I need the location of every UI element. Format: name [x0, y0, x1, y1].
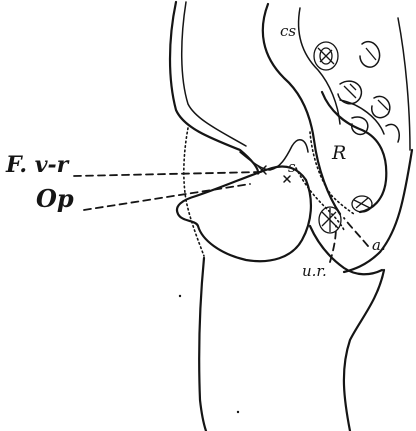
- label-a: a.: [372, 236, 386, 254]
- sphincter-hatching: [319, 196, 372, 233]
- thigh-contour: [344, 270, 384, 431]
- label-ur: u.r.: [302, 262, 327, 280]
- speck: [179, 295, 181, 297]
- label-cs: cs: [280, 22, 296, 40]
- cross-marker-2: [284, 176, 290, 182]
- label-fvr: F. v-r: [6, 152, 68, 178]
- posterior-inner-contour: [398, 18, 410, 150]
- leader-line-fvr: [74, 172, 262, 176]
- prolapse-mass: [177, 167, 311, 262]
- lower-trunk-contour: [199, 258, 206, 431]
- leader-line-op: [84, 184, 250, 210]
- label-op: Op: [36, 184, 74, 213]
- speck: [237, 411, 239, 413]
- label-s: s: [288, 158, 296, 176]
- colon-sigmoid-loop: [263, 4, 340, 214]
- label-r: R: [332, 142, 346, 164]
- leader-line-a: [344, 218, 368, 246]
- inner-anterior-contour: [182, 2, 246, 146]
- prolapse-upper-fold: [240, 140, 308, 170]
